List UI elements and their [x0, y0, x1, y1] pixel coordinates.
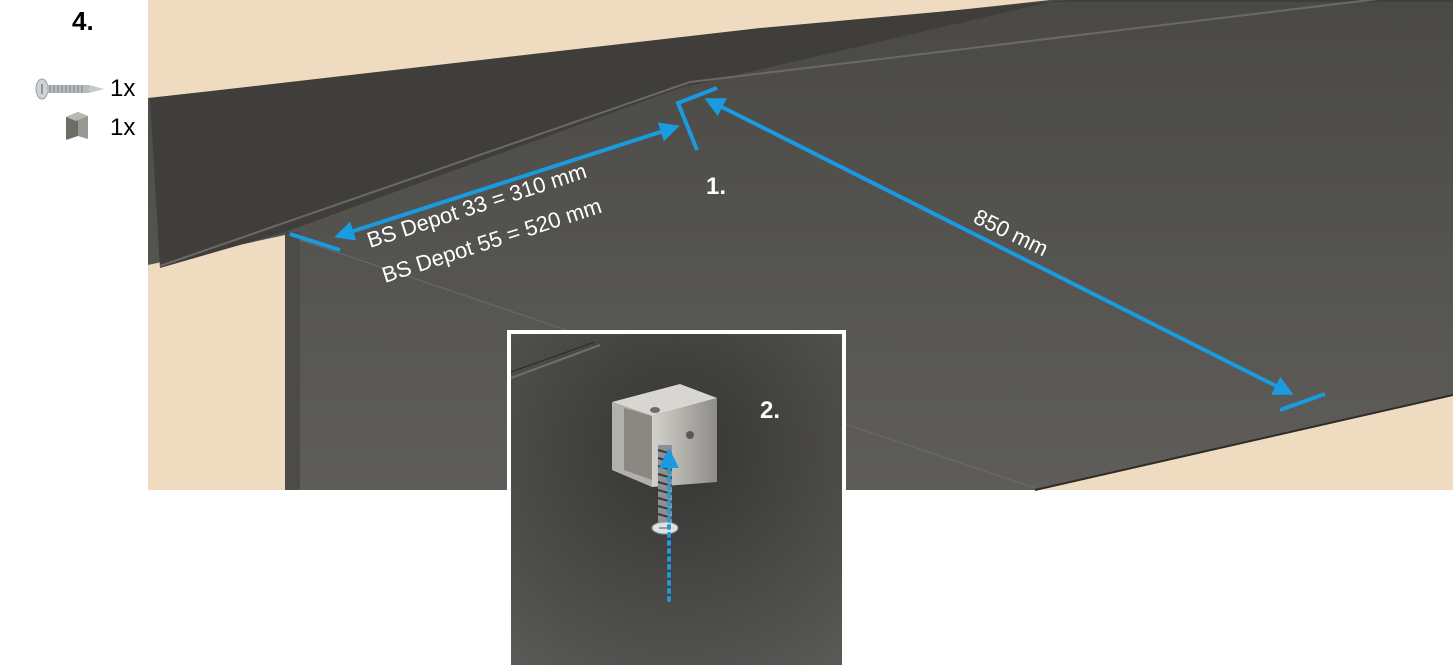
inset-frame [507, 330, 846, 669]
ceiling-edge [1034, 394, 1453, 491]
depth-dimension-arrow [334, 122, 680, 241]
inset-ceiling-seam [510, 344, 601, 379]
bracket-icon [66, 112, 88, 140]
side-wall [285, 232, 300, 490]
marker-1: 1. [706, 173, 726, 200]
front-beam [150, 0, 1453, 268]
step-number: 4. [72, 6, 94, 36]
bracket-quantity: 1x [110, 114, 136, 141]
detail-inset: 2. [507, 330, 846, 669]
width-dimension-arrow [704, 98, 1294, 395]
main-view: BS Depot 33 = 310 mm BS Depot 55 = 520 m… [148, 0, 1453, 491]
width-tick-right [1279, 392, 1326, 412]
screw-quantity: 1x [110, 75, 136, 102]
marker-2: 2. [760, 397, 780, 424]
inset-ceiling-seam-shadow [510, 341, 596, 373]
depth-tick-left [289, 232, 341, 252]
beam-edge-right [689, 0, 1379, 83]
corner-marker [675, 86, 718, 151]
screw-icon [35, 78, 104, 100]
